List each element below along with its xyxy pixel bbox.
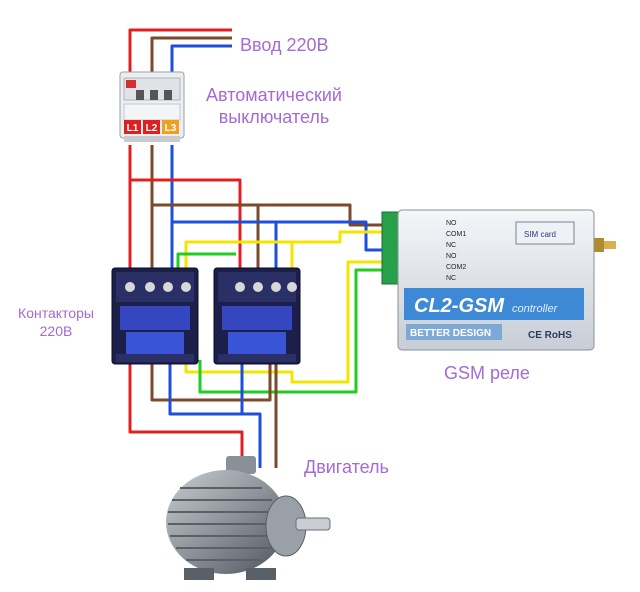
- contactors-label: Контакторы 220В: [6, 304, 106, 340]
- gsm-relay: NO COM1 NC NO COM2 NC SIM card CL2-GSM c…: [381, 209, 616, 351]
- gsm-badge-bg: [406, 324, 502, 340]
- motor-foot: [246, 568, 276, 580]
- wire-green-control: [176, 252, 236, 268]
- antenna-connector: [594, 238, 604, 252]
- wire-brown-tap: [152, 203, 260, 268]
- antenna-icon: [604, 241, 616, 249]
- gsm-subtitle: controller: [512, 303, 559, 315]
- sim-label: SIM card: [524, 230, 556, 239]
- breaker-label: Автоматический выключатель: [186, 84, 362, 128]
- gsm-terminal-label: COM2: [446, 264, 466, 271]
- sim-slot: [515, 221, 575, 245]
- breaker-handle-3: [164, 90, 172, 100]
- breaker-pole-l2-bg: [143, 120, 160, 134]
- breaker-label-line1: Автоматический: [206, 85, 342, 105]
- wires: [128, 28, 384, 468]
- wire-blue-tap: [172, 220, 278, 268]
- breaker-handle-2: [150, 90, 158, 100]
- contactor-2: [213, 267, 301, 365]
- gsm-terminal-label: NO: [446, 220, 457, 227]
- gsm-terminal-label: NC: [446, 275, 456, 282]
- gsm-terminal-label: COM1: [446, 231, 466, 238]
- wire-green-control-b: [198, 268, 384, 394]
- breaker-pole-l3-bg: [162, 120, 179, 134]
- breaker-pole-label: L2: [146, 123, 158, 134]
- breaker-label-line2: выключатель: [218, 107, 330, 127]
- input-220-label: Ввод 220В: [240, 35, 329, 55]
- motor-terminal-box: [226, 456, 256, 474]
- gsm-relay-label: GSM реле: [444, 363, 530, 383]
- breaker-handle-1: [136, 90, 144, 100]
- breaker-pole-label: L3: [165, 123, 177, 134]
- wire-blue-to-gsm: [276, 220, 384, 252]
- gsm-badge: BETTER DESIGN: [410, 328, 491, 339]
- wire-red-out: [128, 360, 244, 468]
- wire-brown-out: [150, 360, 272, 402]
- gsm-cert: CE RoHS: [528, 330, 572, 341]
- breaker-brand-mark: [126, 80, 136, 88]
- breaker-pole-label: L1: [127, 123, 139, 134]
- motor-label: Двигатель: [304, 457, 389, 477]
- gsm-terminal-label: NC: [446, 242, 456, 249]
- gsm-brand-banner: [404, 288, 584, 320]
- contactor-1: [111, 267, 199, 365]
- gsm-brand-title: CL2-GSM: [414, 295, 505, 317]
- motor-shaft: [295, 517, 331, 531]
- breaker-pole-l1-bg: [124, 120, 141, 134]
- contactors-label-line2: 220В: [39, 323, 73, 339]
- gsm-terminal-label: NO: [446, 253, 457, 260]
- motor-foot: [184, 568, 214, 580]
- contactors-label-line1: Контакторы: [18, 305, 94, 321]
- circuit-breaker: L1 L2 L3: [119, 71, 185, 142]
- electric-motor: [166, 456, 331, 580]
- wire-blue-out: [168, 360, 262, 468]
- wire-yellow-control-b: [184, 260, 384, 384]
- wire-red-tap: [130, 178, 242, 268]
